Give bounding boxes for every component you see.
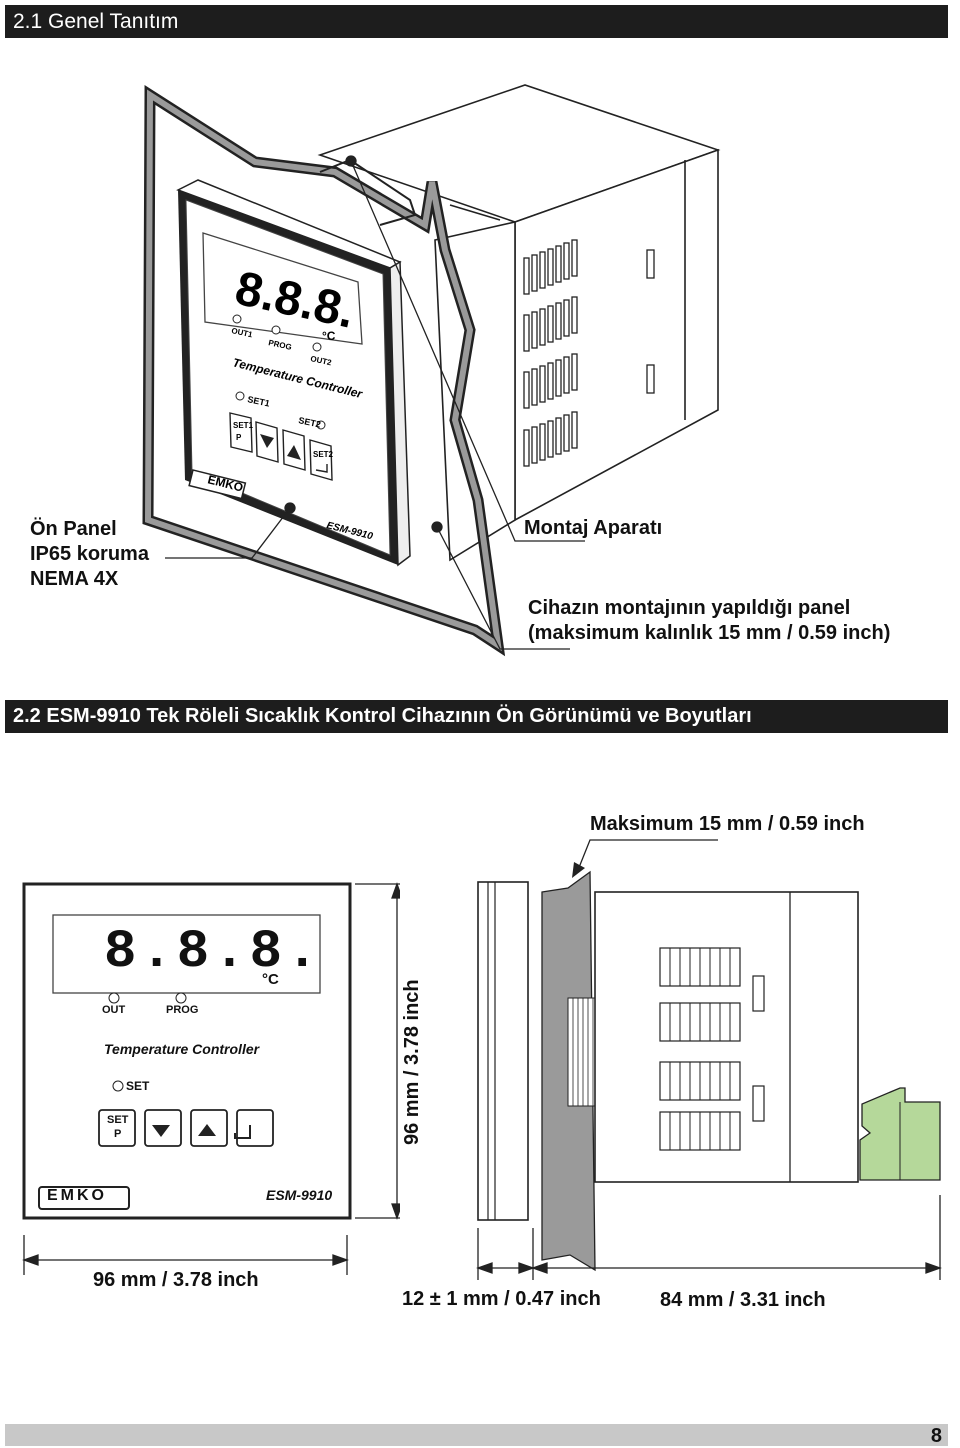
perspective-set1-label: SET1 [247, 394, 271, 408]
footer-bar [5, 1424, 948, 1446]
section-title-general: 2.1 Genel Tanıtım [5, 5, 948, 38]
front-device-name: Temperature Controller [104, 1041, 260, 1057]
front-enter-icon [234, 1125, 251, 1139]
label-panel-note: Cihazın montajının yapıldığı panel [528, 597, 851, 619]
perspective-btn-set2: SET2 [313, 450, 334, 459]
perspective-btn-p: P [236, 433, 242, 442]
perspective-up-arrow-icon [287, 445, 301, 460]
front-bezel [176, 179, 411, 567]
perspective-down-arrow-icon [260, 434, 274, 448]
section-title-dimensions: 2.2 ESM-9910 Tek Röleli Sıcaklık Kontrol… [5, 700, 948, 733]
perspective-unit: °C [322, 329, 336, 343]
label-front-panel: Ön Panel [30, 518, 117, 540]
perspective-illustration: 8.8.8. °C OUT1 PROG OUT2 Temperature Con… [142, 84, 721, 657]
label-max-thickness: Maksimum 15 mm / 0.59 inch [590, 813, 865, 835]
front-led-prog: PROG [166, 1004, 199, 1016]
dimension-front-depth: 12 ± 1 mm / 0.47 inch [402, 1288, 601, 1310]
front-down-arrow-icon [152, 1125, 170, 1137]
device-body [317, 84, 721, 562]
vent-slots [523, 239, 655, 467]
front-up-arrow-icon [198, 1124, 216, 1136]
label-mounting-bracket: Montaj Aparatı [524, 517, 663, 539]
front-brand-logo: EMKO [47, 1187, 107, 1204]
front-display: 8.8.8. [104, 922, 323, 983]
dimension-width: 96 mm / 3.78 inch [93, 1269, 259, 1291]
front-view-drawing [22, 882, 400, 1275]
front-set-led-label: SET [126, 1079, 150, 1093]
perspective-btn-set1: SET1 [233, 421, 254, 430]
front-set-button[interactable]: SET [107, 1114, 129, 1126]
mounting-bracket [319, 158, 417, 226]
page-number: 8 [930, 1425, 942, 1447]
front-unit: °C [262, 971, 279, 988]
front-led-out: OUT [102, 1004, 126, 1016]
dimension-height: 96 mm / 3.78 inch [401, 979, 423, 1145]
perspective-led-out1: OUT1 [231, 326, 254, 339]
perspective-set2-label: SET2 [298, 415, 322, 429]
perspective-led-out2: OUT2 [310, 354, 333, 367]
label-ip65: IP65 koruma [30, 543, 149, 565]
side-view-drawing [476, 839, 942, 1280]
front-model: ESM-9910 [266, 1187, 333, 1203]
perspective-enter-icon [315, 464, 328, 473]
label-panel-thickness: (maksimum kalınlık 15 mm / 0.59 inch) [528, 622, 891, 644]
label-nema: NEMA 4X [30, 568, 119, 590]
dimension-body-depth: 84 mm / 3.31 inch [660, 1289, 826, 1311]
front-p-button[interactable]: P [114, 1128, 122, 1140]
